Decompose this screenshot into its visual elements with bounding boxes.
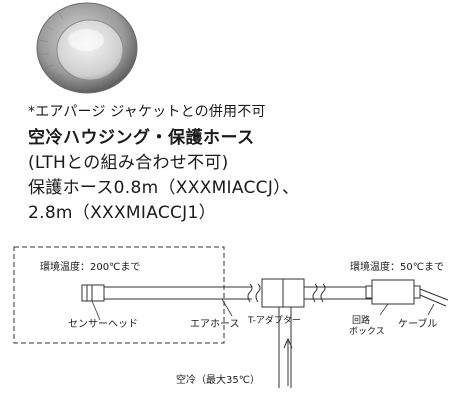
hose-break-right <box>312 283 326 303</box>
circuit-box-label-1: 回路 <box>352 314 370 326</box>
circuit-box <box>365 279 421 305</box>
sensor-head <box>81 284 105 302</box>
sensor-head-label: センサーヘッド <box>68 318 138 330</box>
air-hose-label: エアホース <box>190 318 240 330</box>
hose-option-1: 保護ホース0.8m（XXXMIACCJ）、 <box>28 178 300 198</box>
t-adapter-label: T-アダプター <box>247 314 301 326</box>
ambient-temp-left-label: 環境温度：200℃まで <box>40 260 140 273</box>
air-hose <box>104 286 252 300</box>
ambient-temp-right-label: 環境温度：50℃まで <box>350 260 444 273</box>
installation-diagram: 環境温度：200℃まで センサーヘッド エアホース T-アダプター 空冷（最大3… <box>13 246 449 388</box>
air-cooling-housing-photo <box>36 2 138 94</box>
compatibility-note: *エアパージ ジャケットとの併用不可 <box>28 104 266 120</box>
hose-break-left <box>247 283 261 303</box>
air-cooling-label: 空冷（最大35℃） <box>176 373 260 386</box>
cable <box>419 288 449 307</box>
air-inlet-pipe <box>278 307 292 388</box>
circuit-box-label-2: ボックス <box>349 326 385 337</box>
hose-option-2: 2.8m（XXXMIACCJ1） <box>28 203 216 223</box>
product-title: 空冷ハウジング・保護ホース <box>28 128 255 148</box>
high-temp-zone <box>13 246 225 344</box>
lth-restriction: (LTHとの組み合わせ不可) <box>28 153 229 173</box>
air-flow-arrow <box>283 337 293 386</box>
right-hose <box>304 286 372 300</box>
t-adapter <box>261 278 305 308</box>
cable-label: ケーブル <box>398 317 437 330</box>
